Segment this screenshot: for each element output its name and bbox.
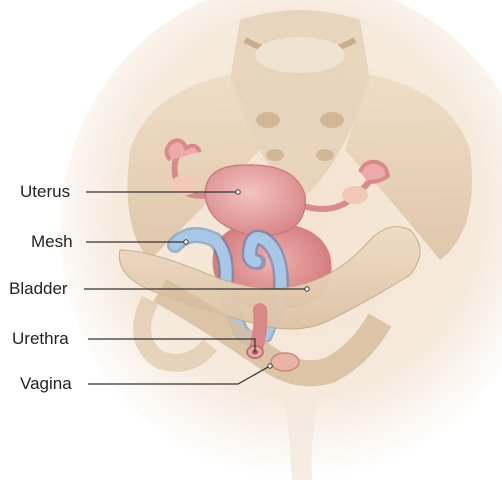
bladder-pointer-dot [305,287,309,291]
label-mesh: Mesh [31,232,73,252]
vagina-organ [271,353,299,371]
vagina-pointer-dot [268,364,272,368]
label-uterus: Uterus [20,182,70,202]
label-urethra: Urethra [12,329,69,349]
label-bladder: Bladder [9,279,68,299]
uterus-pointer-dot [236,190,240,194]
mesh-pointer-dot [184,240,188,244]
label-vagina: Vagina [20,374,72,394]
